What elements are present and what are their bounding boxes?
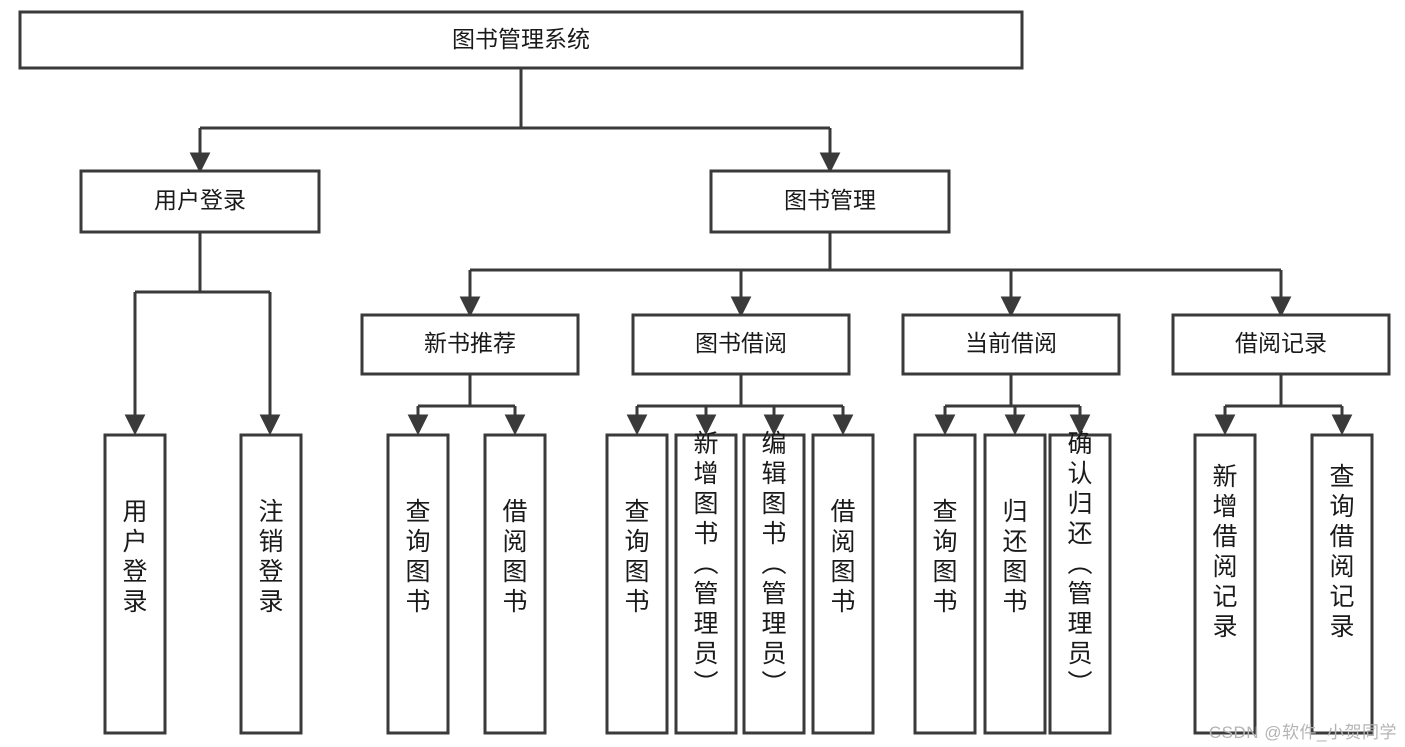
node-new-book-recommend[interactable]: 新书推荐 [360, 313, 580, 376]
leaf-new-book-1-box[interactable] [386, 433, 450, 735]
node-new-book-recommend-label: 新书推荐 [424, 330, 516, 356]
leaf-node[interactable]: 新增借阅记录 [1193, 433, 1257, 735]
leaf-new-book-2-label: 借阅图书 [502, 498, 527, 616]
leaf-node[interactable]: 归还图书 [983, 433, 1047, 735]
leaf-node[interactable]: 注销登录 [239, 433, 303, 735]
leaf-book-borrow-1-label: 查询图书 [624, 498, 649, 616]
leaf-book-borrow-4-label: 借阅图书 [830, 498, 855, 616]
leaf-borrow-record-2-box[interactable] [1310, 433, 1374, 735]
node-root-box[interactable] [18, 10, 1024, 70]
node-book-manage-box[interactable] [709, 169, 951, 234]
leaf-current-borrow-2-label: 归还图书 [1002, 498, 1027, 616]
node-book-manage[interactable]: 图书管理 [709, 169, 951, 234]
node-book-manage-label: 图书管理 [784, 187, 876, 213]
node-user-login[interactable]: 用户登录 [79, 169, 321, 234]
leaf-node[interactable]: 确认归还︵管理员︶ [1048, 430, 1112, 735]
leaf-new-book-2-box[interactable] [483, 433, 547, 735]
node-user-login-box[interactable] [79, 169, 321, 234]
leaf-user-login-2-box[interactable] [239, 433, 303, 735]
leaf-book-borrow-3-box[interactable] [742, 433, 806, 735]
node-user-login-label: 用户登录 [154, 187, 246, 213]
leaf-user-login-2-label: 注销登录 [258, 498, 283, 616]
leaf-node[interactable]: 查询图书 [913, 433, 977, 735]
leaf-new-book-1-label: 查询图书 [405, 498, 430, 616]
leaf-current-borrow-2-box[interactable] [983, 433, 1047, 735]
node-current-borrow-box[interactable] [901, 313, 1121, 376]
leaf-node[interactable]: 查询图书 [386, 433, 450, 735]
leaf-book-borrow-1-box[interactable] [605, 433, 669, 735]
leaf-node[interactable]: 借阅图书 [811, 433, 875, 735]
leaf-node[interactable]: 用户登录 [103, 433, 167, 735]
leaf-current-borrow-3-box[interactable] [1048, 433, 1112, 735]
node-borrow-record-box[interactable] [1171, 313, 1391, 376]
leaf-node[interactable]: 借阅图书 [483, 433, 547, 735]
leaf-current-borrow-1-box[interactable] [913, 433, 977, 735]
leaf-node[interactable]: 查询借阅记录 [1310, 433, 1374, 735]
leaf-node[interactable]: 编辑图书︵管理员︶ [742, 430, 806, 735]
leaf-book-borrow-4-box[interactable] [811, 433, 875, 735]
node-root[interactable]: 图书管理系统 [18, 10, 1024, 70]
node-current-borrow-label: 当前借阅 [965, 330, 1057, 356]
node-borrow-record-label: 借阅记录 [1235, 330, 1327, 356]
leaf-borrow-record-1-label: 新增借阅记录 [1212, 463, 1237, 641]
leaf-borrow-record-1-box[interactable] [1193, 433, 1257, 735]
connector-layer [124, 68, 1353, 436]
leaf-current-borrow-3-label: 确认归还︵管理员︶ [1067, 430, 1092, 698]
leaf-book-borrow-3-label: 编辑图书︵管理员︶ [761, 430, 786, 698]
leaf-borrow-record-2-label: 查询借阅记录 [1329, 463, 1354, 641]
node-book-borrow[interactable]: 图书借阅 [631, 313, 851, 376]
node-root-label: 图书管理系统 [452, 26, 590, 52]
leaf-user-login-1-label: 用户登录 [122, 498, 147, 616]
node-book-borrow-label: 图书借阅 [695, 330, 787, 356]
leaf-user-login-1-box[interactable] [103, 433, 167, 735]
node-borrow-record[interactable]: 借阅记录 [1171, 313, 1391, 376]
node-book-borrow-box[interactable] [631, 313, 851, 376]
node-new-book-recommend-box[interactable] [360, 313, 580, 376]
leaf-book-borrow-2-label: 新增图书︵管理员︶ [693, 430, 718, 698]
leaf-book-borrow-2-box[interactable] [674, 433, 738, 735]
node-current-borrow[interactable]: 当前借阅 [901, 313, 1121, 376]
leaf-current-borrow-1-label: 查询图书 [932, 498, 957, 616]
leaf-node[interactable]: 新增图书︵管理员︶ [674, 430, 738, 735]
leaf-node[interactable]: 查询图书 [605, 433, 669, 735]
